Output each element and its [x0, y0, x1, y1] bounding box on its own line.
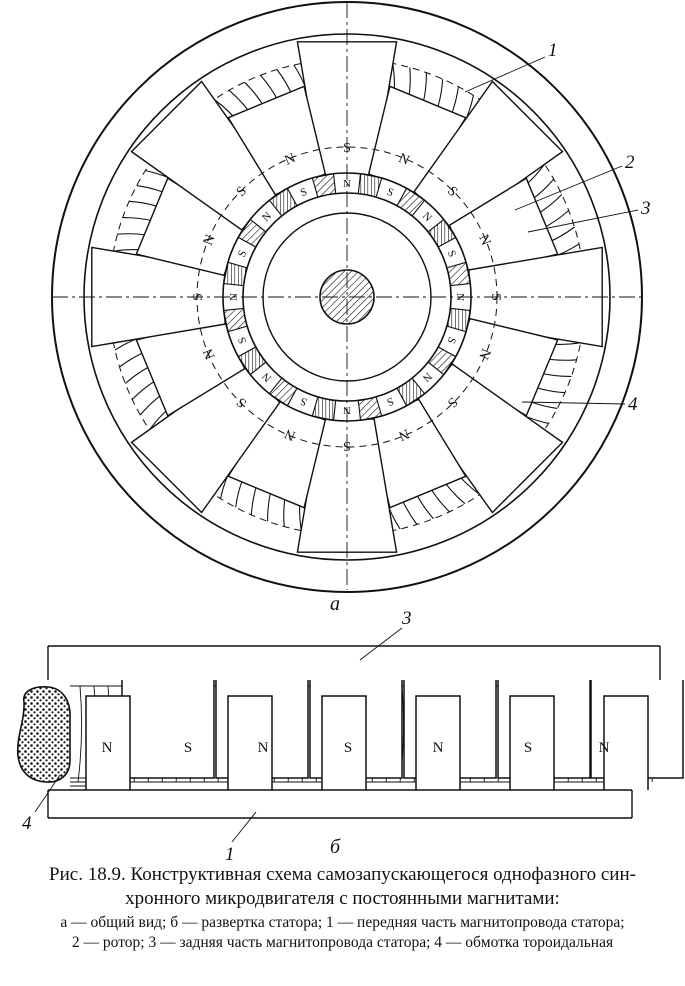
development-pole-letter: N [599, 740, 610, 756]
rotor-pole-letter: S [236, 335, 249, 345]
caption-title-line2: хронного микродвигателя с постоянными ма… [125, 888, 560, 909]
caption-legend-line1: а — общий вид; б — развертка статора; 1 … [60, 914, 625, 931]
rotor-pole-letter: S [299, 395, 309, 408]
view-a-label: а [330, 593, 340, 615]
label-b3: 3 [401, 608, 412, 629]
leader-line-b3 [359, 627, 403, 661]
front-tooth [85, 695, 131, 790]
label-b4: 4 [22, 813, 32, 834]
development-pole-letter: N [258, 740, 269, 756]
front-tooth [321, 695, 367, 790]
back-core-3 [48, 646, 660, 680]
label-2: 2 [625, 152, 635, 173]
leader-line-b1 [231, 811, 257, 843]
development-pole-letter: S [184, 740, 192, 756]
stator-development-view: N S N S N S N 3 4 1 [16, 608, 684, 860]
leader-line-3 [527, 209, 639, 233]
label-1: 1 [548, 40, 558, 61]
rotor-pole-letter: S [445, 249, 458, 259]
front-tooth [227, 695, 273, 790]
caption-legend-line2: 2 — ротор; 3 — задняя часть магнитопрово… [71, 934, 614, 951]
rotor-pole-letter: S [236, 249, 249, 259]
stator-pole [227, 85, 327, 196]
front-tooth [603, 695, 649, 790]
rotor-pole-letter: S [445, 335, 458, 345]
development-pole-letter: S [524, 740, 532, 756]
back-tooth [121, 680, 215, 779]
leader-line-2 [514, 165, 623, 211]
front-tooth [509, 695, 555, 790]
winding-cross-section [16, 686, 71, 783]
rotor-pole-letter: S [385, 186, 395, 199]
shaft [319, 269, 375, 325]
development-pole-letter: N [433, 740, 444, 756]
label-4: 4 [628, 394, 638, 415]
label-b1: 1 [225, 844, 235, 860]
development-pole-letter: S [344, 740, 352, 756]
winding-turn [77, 685, 83, 783]
leader-line-b4 [34, 774, 61, 813]
label-3: 3 [640, 198, 651, 219]
leader-line-4 [521, 401, 626, 405]
leader-line-1 [464, 56, 546, 93]
development-pole-letter: N [102, 740, 113, 756]
view-b-label: б [330, 836, 341, 858]
rotor-pole-letter: S [299, 186, 309, 199]
front-tooth [415, 695, 461, 790]
caption-title-line1: Рис. 18.9. Конструктивная схема самозапу… [49, 864, 636, 885]
rotor-pole-letter: S [385, 395, 395, 408]
